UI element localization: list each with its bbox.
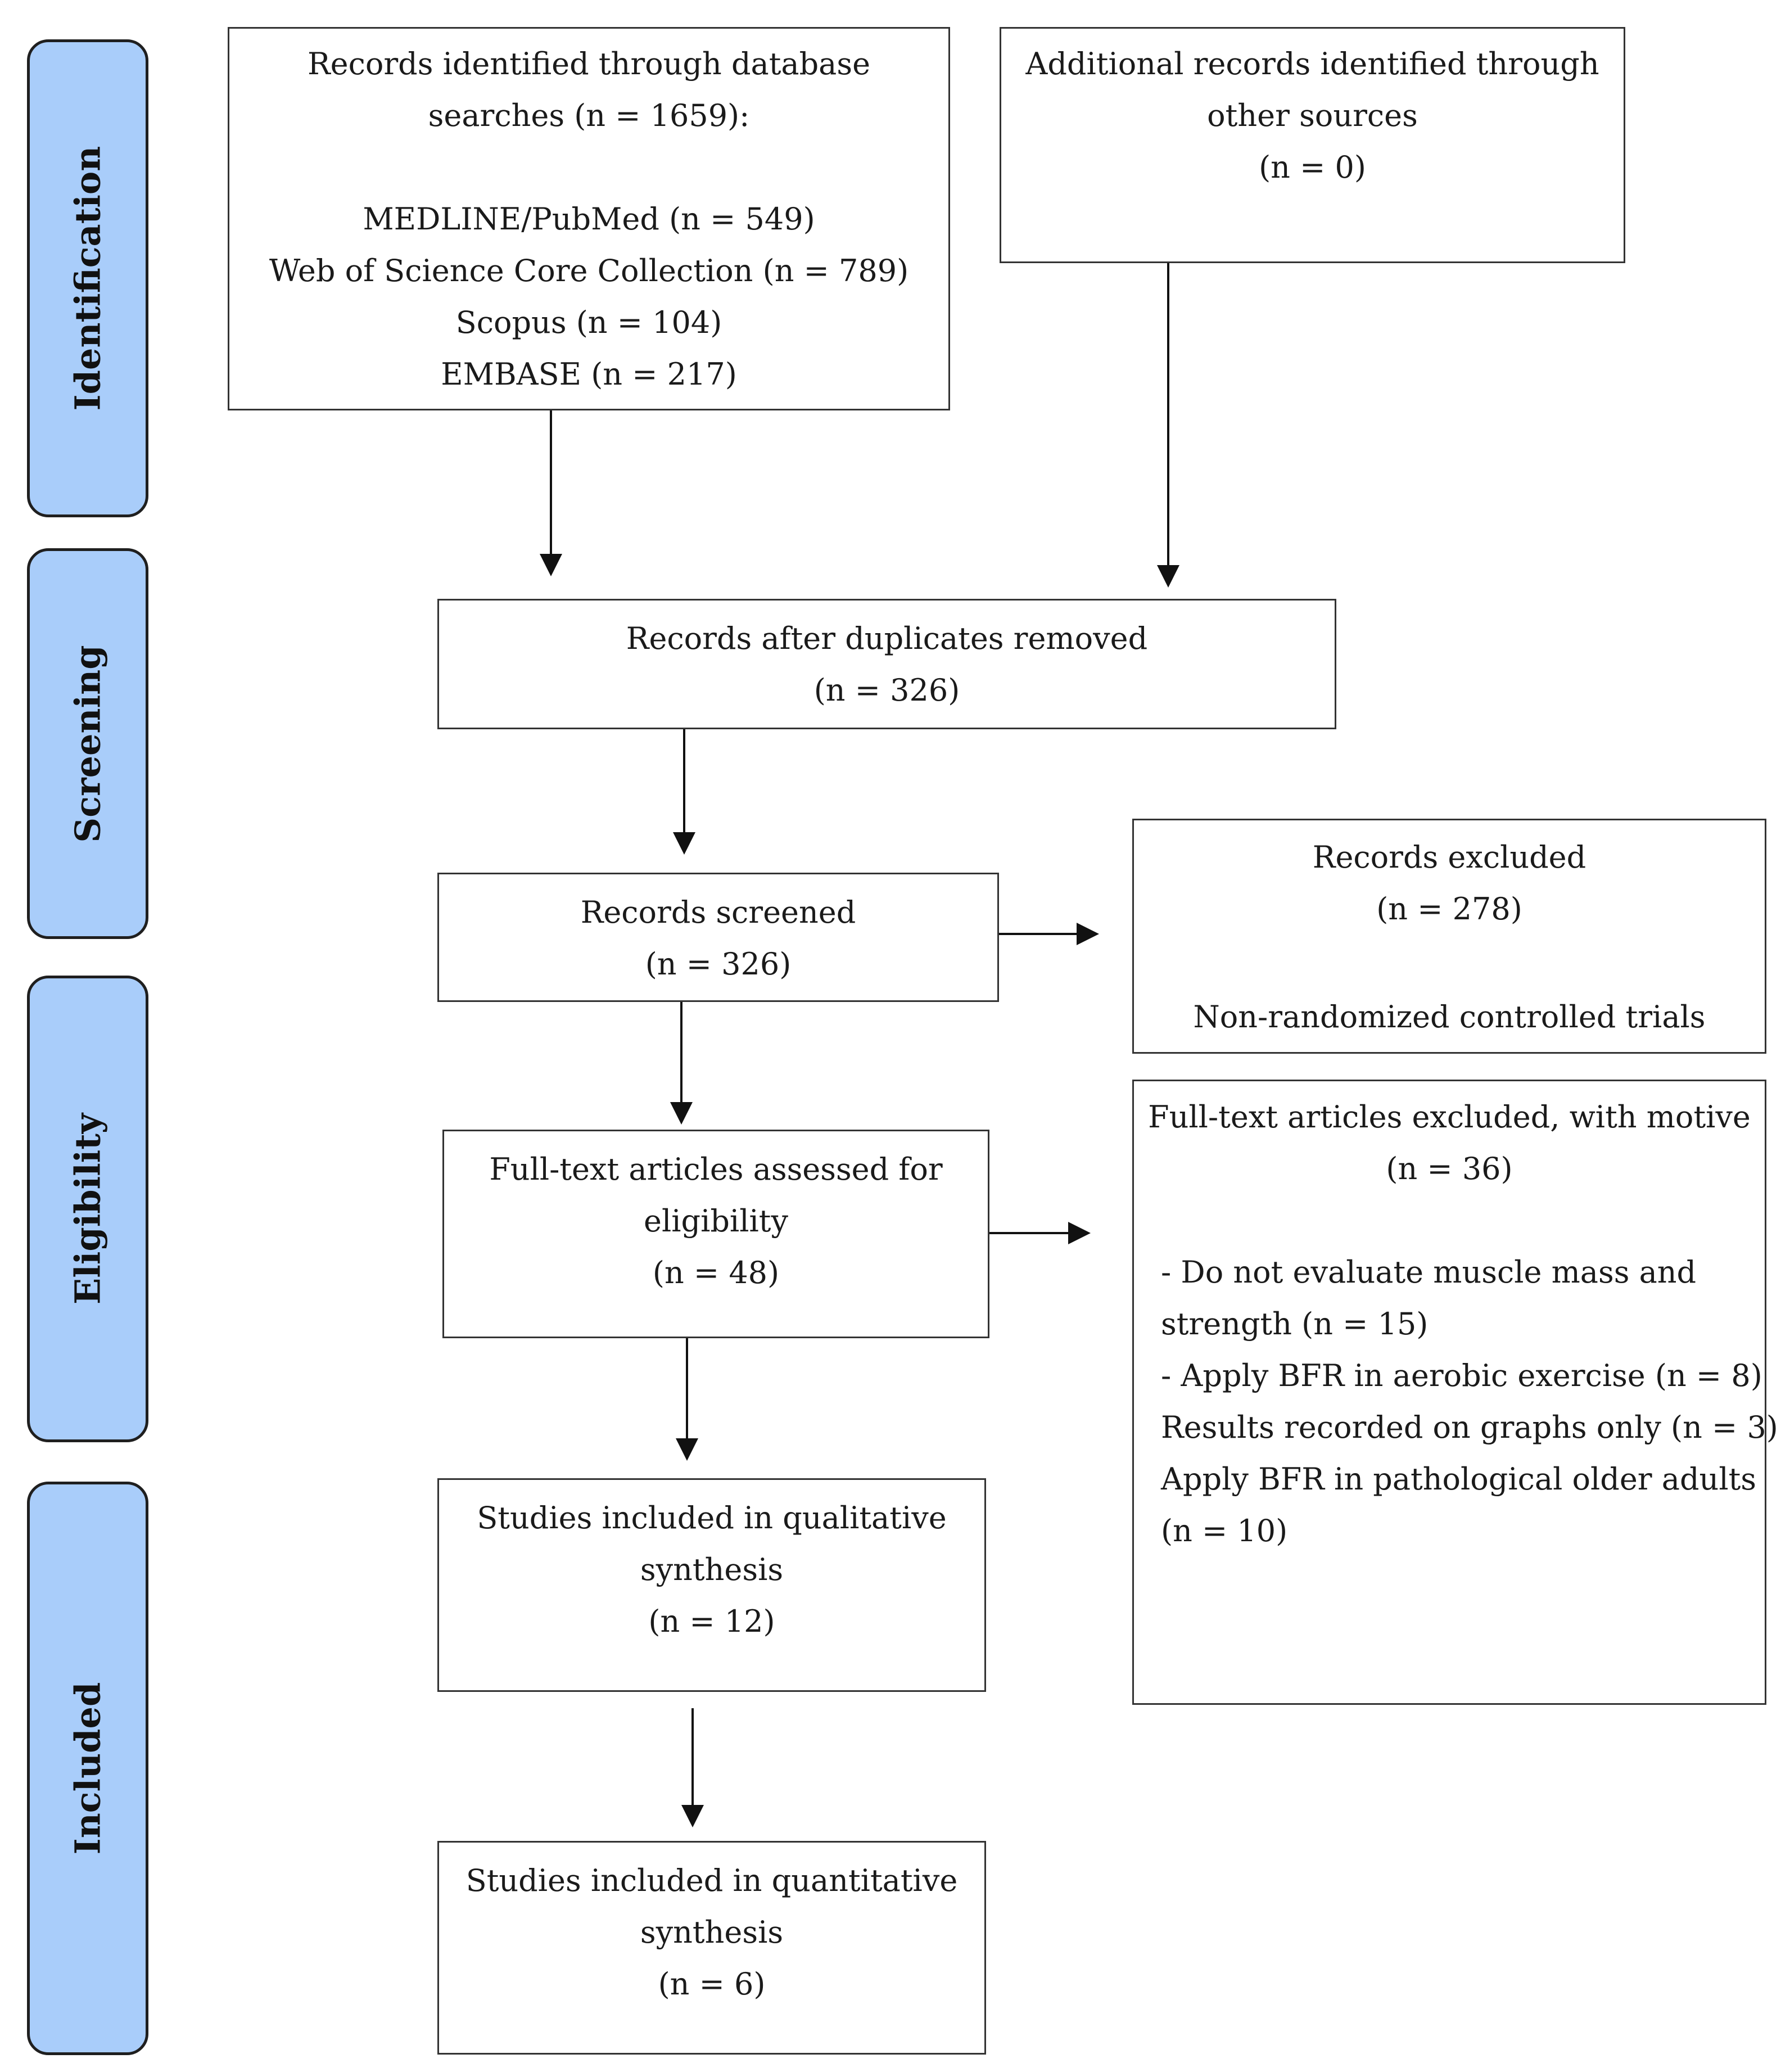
fulltext-excluded-reason-3: - Apply BFR in aerobic exercise (n = 8) xyxy=(1161,1358,1762,1393)
phase-screening: Screening xyxy=(27,548,148,939)
fulltext-excluded-reason-5: Apply BFR in pathological older adults xyxy=(1161,1461,1757,1497)
quantitative-synthesis-box: Studies included in quantitative synthes… xyxy=(437,1841,986,2055)
phase-included: Included xyxy=(27,1482,148,2055)
fulltext-excluded-title: Full-text articles excluded, with motive xyxy=(1148,1099,1751,1135)
qualitative-line1: Studies included in qualitative xyxy=(477,1500,947,1536)
arrowhead-screened-to-fulltext xyxy=(670,1102,693,1125)
fulltext-assessed-line2: eligibility xyxy=(644,1203,788,1239)
quantitative-count: (n = 6) xyxy=(658,1966,766,2002)
database-source-wos: Web of Science Core Collection (n = 789) xyxy=(269,253,909,288)
database-search-line1: Records identified through database xyxy=(307,46,871,82)
database-search-line2: searches (n = 1659): xyxy=(428,98,750,133)
arrowhead-other-to-duplicates xyxy=(1157,565,1179,588)
records-excluded-title: Records excluded xyxy=(1312,839,1586,875)
records-excluded-count: (n = 278) xyxy=(1376,891,1522,927)
fulltext-excluded-reason-1: - Do not evaluate muscle mass and xyxy=(1161,1254,1697,1290)
database-source-medline: MEDLINE/PubMed (n = 549) xyxy=(363,201,815,237)
phase-eligibility: Eligibility xyxy=(27,976,148,1442)
phase-identification: Identification xyxy=(27,39,148,517)
quantitative-line2: synthesis xyxy=(640,1915,784,1950)
qualitative-line2: synthesis xyxy=(640,1552,784,1587)
arrowhead-duplicates-to-screened xyxy=(673,832,695,855)
fulltext-assessed-line1: Full-text articles assessed for xyxy=(489,1152,943,1187)
fulltext-excluded-reason-2: strength (n = 15) xyxy=(1161,1306,1429,1342)
arrowhead-screened-to-excluded xyxy=(1077,923,1099,945)
fulltext-excluded-count: (n = 36) xyxy=(1386,1151,1513,1186)
duplicates-removed-box: Records after duplicates removed (n = 32… xyxy=(437,599,1336,729)
arrowhead-fulltext-to-excluded xyxy=(1068,1222,1091,1244)
qualitative-count: (n = 12) xyxy=(648,1604,775,1639)
duplicates-removed-count: (n = 326) xyxy=(813,672,960,708)
arrowhead-fulltext-to-qualitative xyxy=(676,1438,698,1461)
arrowhead-database-to-duplicates xyxy=(540,554,562,576)
qualitative-synthesis-box: Studies included in qualitative synthesi… xyxy=(437,1478,986,1692)
other-sources-box: Additional records identified through ot… xyxy=(1000,27,1625,263)
other-sources-count: (n = 0) xyxy=(1259,150,1366,185)
fulltext-excluded-reason-4: Results recorded on graphs only (n = 3) xyxy=(1161,1410,1778,1445)
other-sources-line1: Additional records identified through xyxy=(1025,46,1599,82)
database-source-scopus: Scopus (n = 104) xyxy=(455,305,722,340)
database-search-box: Records identified through database sear… xyxy=(228,27,950,410)
arrowhead-qualitative-to-quantitative xyxy=(681,1805,704,1827)
records-screened-title: Records screened xyxy=(580,895,856,930)
other-sources-line2: other sources xyxy=(1207,98,1418,133)
records-excluded-reason: Non-randomized controlled trials xyxy=(1193,999,1706,1035)
duplicates-removed-title: Records after duplicates removed xyxy=(626,621,1148,656)
fulltext-assessed-box: Full-text articles assessed for eligibil… xyxy=(442,1130,989,1338)
records-screened-box: Records screened (n = 326) xyxy=(437,873,999,1002)
fulltext-assessed-count: (n = 48) xyxy=(652,1255,780,1290)
fulltext-excluded-box: Full-text articles excluded, with motive… xyxy=(1132,1080,1778,1705)
database-source-embase: EMBASE (n = 217) xyxy=(441,356,737,392)
quantitative-line1: Studies included in quantitative xyxy=(465,1863,958,1898)
fulltext-excluded-reason-6: (n = 10) xyxy=(1161,1513,1288,1549)
records-screened-count: (n = 326) xyxy=(645,946,792,982)
records-excluded-box: Records excluded (n = 278) Non-randomize… xyxy=(1132,819,1766,1054)
